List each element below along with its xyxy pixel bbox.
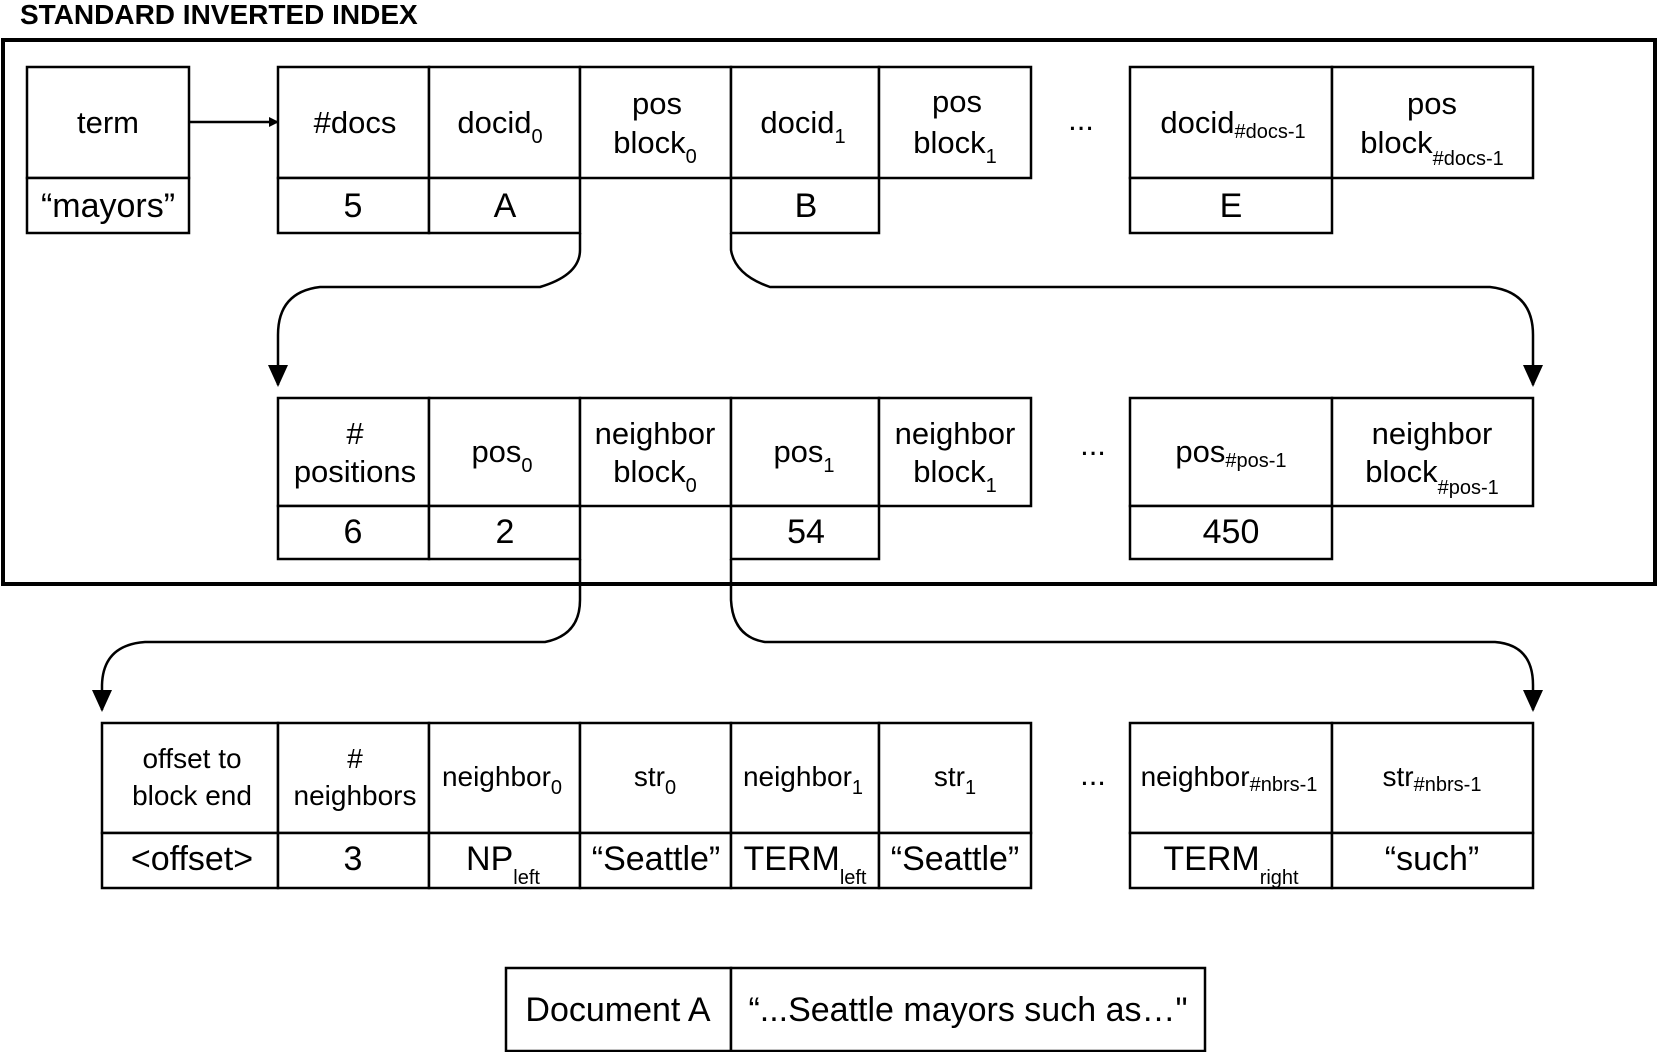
document-box: Document A “...Seattle mayors such as…" xyxy=(504,966,1207,1052)
index-frame xyxy=(1,38,1657,586)
docid-last-label: docid#docs-1 xyxy=(1160,105,1305,143)
nblock-last-connector xyxy=(729,559,1543,712)
nblock1-line1: neighbor xyxy=(895,416,1016,451)
term-box: term “mayors” xyxy=(25,65,191,235)
offset-line1: offset to xyxy=(142,743,241,774)
posblock1-line1: pos xyxy=(932,84,982,119)
neighbor1-label: neighbor1 xyxy=(743,761,863,799)
pos-last-label: pos#pos-1 xyxy=(1175,434,1286,472)
posblock-last-connector xyxy=(729,233,1543,387)
str0-label: str0 xyxy=(634,761,676,799)
offset-line2: block end xyxy=(132,780,252,811)
posblock0-connector xyxy=(268,233,582,387)
str-last-label: str#nbrs-1 xyxy=(1383,761,1482,796)
num-positions-line2: positions xyxy=(294,454,416,489)
neighbor0-label: neighbor0 xyxy=(442,761,562,799)
pos0-label: pos0 xyxy=(471,434,532,477)
posblock0-line1: pos xyxy=(632,86,682,121)
docid-last-value: E xyxy=(1220,187,1243,225)
neighbor0-value: NPleft xyxy=(466,840,540,889)
diagram-title: STANDARD INVERTED INDEX xyxy=(20,0,418,30)
pos-last-value: 450 xyxy=(1203,513,1260,551)
term-value: “mayors” xyxy=(41,187,175,225)
pos1-value: 54 xyxy=(787,513,825,551)
str1-value: “Seattle” xyxy=(891,840,1020,878)
num-positions-value: 6 xyxy=(344,513,363,551)
num-neighbors-value: 3 xyxy=(344,840,363,878)
poslist-ellipsis: ... xyxy=(1080,427,1106,462)
docid1-label: docid1 xyxy=(760,105,845,148)
nblock1-line2: block1 xyxy=(913,454,997,497)
num-neighbors-line1: # xyxy=(347,743,363,774)
neighbor-last-label: neighbor#nbrs-1 xyxy=(1141,761,1318,796)
num-positions-line1: # xyxy=(346,416,364,451)
nblock0-connector xyxy=(92,559,582,712)
posblock-last-line1: pos xyxy=(1407,86,1457,121)
nblock-last-line1: neighbor xyxy=(1372,416,1493,451)
doclist-ellipsis: ... xyxy=(1068,102,1094,137)
str1-label: str1 xyxy=(934,761,976,799)
document-label: Document A xyxy=(525,991,711,1029)
num-docs-label: #docs xyxy=(314,105,397,140)
num-neighbors-line2: neighbors xyxy=(294,780,417,811)
doc-list-row: #docs 5 docid0 A pos block0 docid1 B pos… xyxy=(276,65,1535,235)
document-text: “...Seattle mayors such as…" xyxy=(748,991,1187,1029)
docid0-label: docid0 xyxy=(457,105,542,148)
nblock0-line2: block0 xyxy=(613,454,697,497)
str0-value: “Seattle” xyxy=(592,840,721,878)
neighbor1-value: TERMleft xyxy=(743,840,866,889)
docid1-value: B xyxy=(795,187,818,225)
offset-value: <offset> xyxy=(131,840,253,878)
pos0-value: 2 xyxy=(496,513,515,551)
neighbor-list-row: offset to block end <offset> # neighbors… xyxy=(100,721,1535,890)
docid0-value: A xyxy=(494,187,517,225)
neighbor-last-value: TERMright xyxy=(1163,840,1299,889)
term-label: term xyxy=(77,105,139,140)
str-last-value: “such” xyxy=(1385,840,1479,878)
nblock0-line1: neighbor xyxy=(595,416,716,451)
nblock-last-line2: block#pos-1 xyxy=(1365,454,1499,499)
positions-list-row: # positions 6 pos0 2 neighbor block0 pos… xyxy=(276,396,1535,561)
posblock-last-line2: block#docs-1 xyxy=(1360,125,1504,170)
neighborlist-ellipsis: ... xyxy=(1080,757,1106,792)
pos1-label: pos1 xyxy=(773,434,834,477)
posblock0-line2: block0 xyxy=(613,125,697,168)
posblock1-line2: block1 xyxy=(913,125,997,168)
num-docs-value: 5 xyxy=(344,187,363,225)
